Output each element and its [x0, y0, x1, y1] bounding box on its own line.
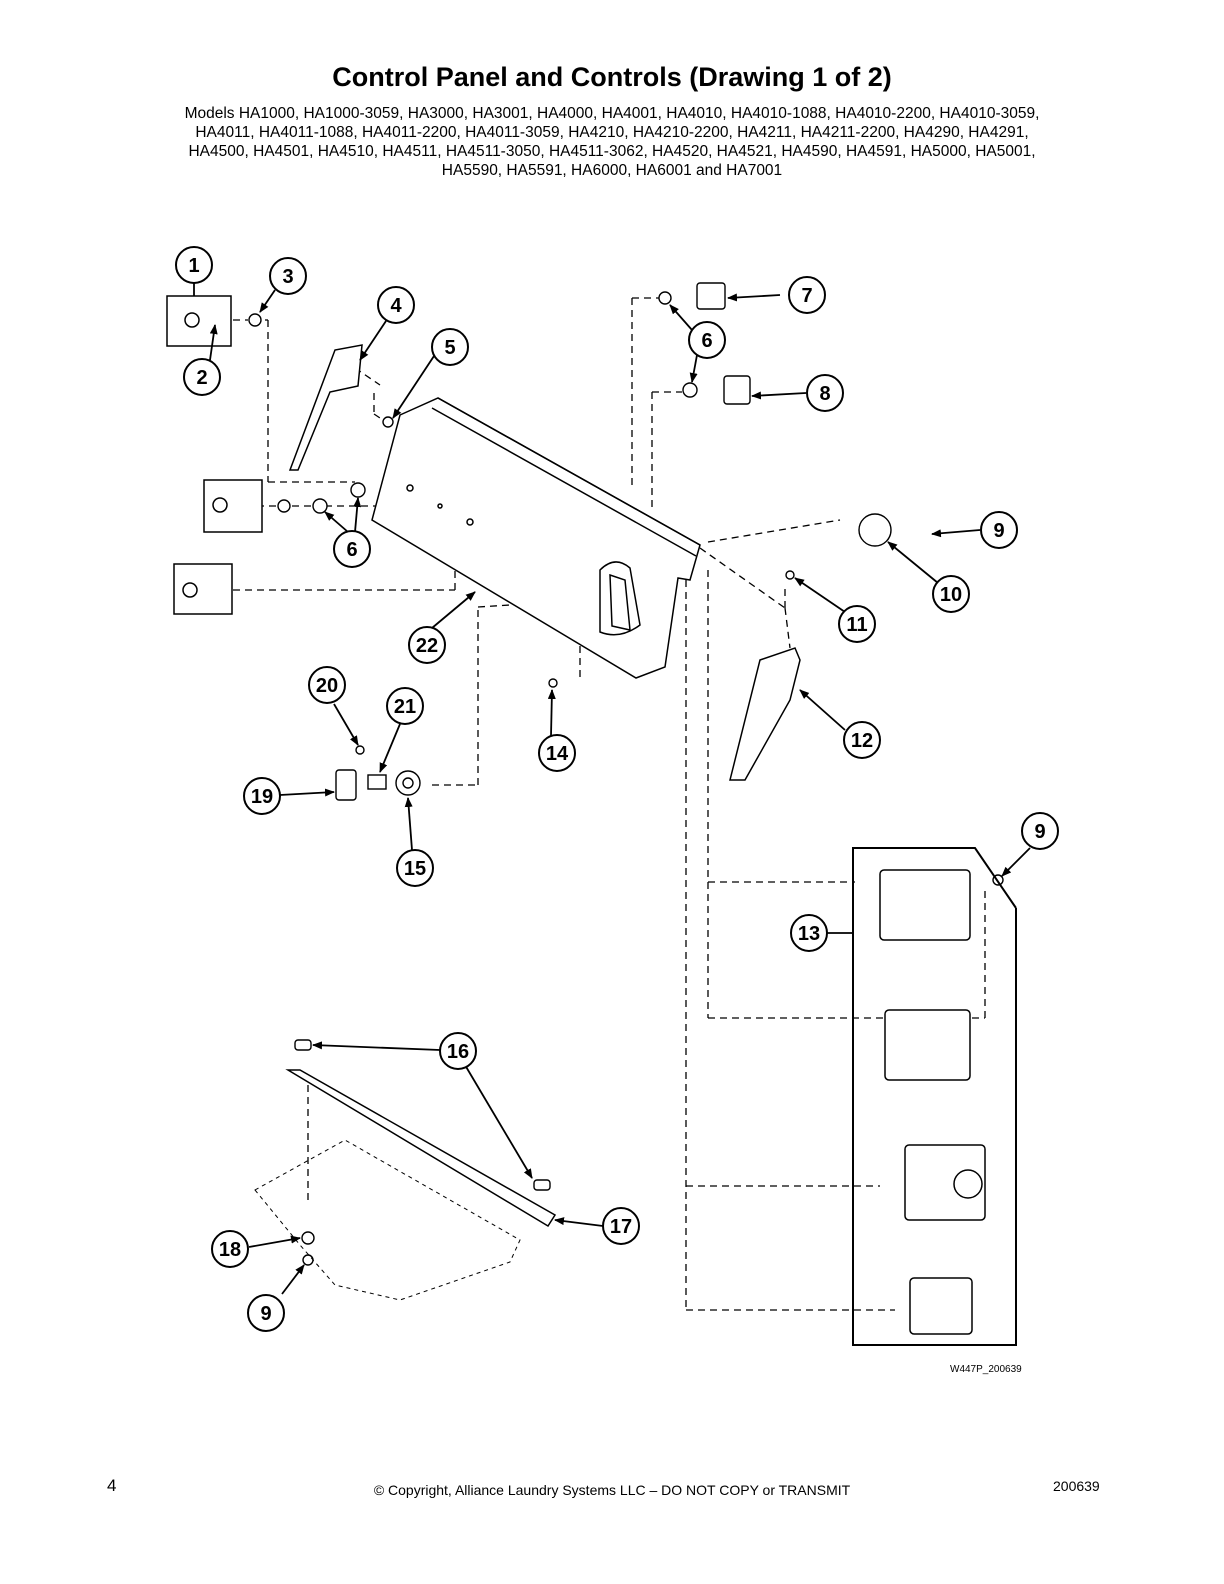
dashed-guide-lines — [233, 297, 986, 1311]
callout-22-label: 22 — [416, 635, 438, 657]
callout-21: 21 — [386, 687, 424, 725]
document-number: 200639 — [1053, 1478, 1100, 1494]
callout-18: 18 — [211, 1230, 249, 1268]
bottom-bracket-art — [285, 1069, 557, 1228]
timer-group-bracket — [852, 847, 1017, 1346]
panel-endcap-right-art — [729, 647, 801, 781]
callout-5: 5 — [431, 328, 469, 366]
callout-11-label: 11 — [846, 614, 867, 636]
callout-20: 20 — [308, 666, 346, 704]
callout-8-label: 8 — [819, 383, 830, 405]
callout-9: 9 — [1021, 812, 1059, 850]
callout-2: 2 — [183, 358, 221, 396]
callout-9: 9 — [980, 511, 1018, 549]
callout-13: 13 — [790, 914, 828, 952]
callout-22: 22 — [408, 626, 446, 664]
callout-12-label: 12 — [851, 730, 873, 752]
callout-10-label: 10 — [940, 584, 962, 606]
callout-3-label: 3 — [282, 266, 293, 288]
callout-9-label: 9 — [260, 1303, 271, 1325]
callout-16-label: 16 — [447, 1041, 469, 1063]
model-list-line: Models HA1000, HA1000-3059, HA3000, HA30… — [184, 105, 1040, 122]
callout-1: 1 — [175, 246, 213, 284]
callout-11: 11 — [838, 605, 876, 643]
leader-lines — [193, 283, 1031, 1295]
callout-14: 14 — [538, 734, 576, 772]
callout-9-label: 9 — [993, 520, 1004, 542]
callout-7-label: 7 — [801, 285, 812, 307]
callout-6-label: 6 — [701, 330, 712, 352]
callout-4: 4 — [377, 286, 415, 324]
small-parts-art — [248, 282, 1004, 1266]
model-list-line: HA4011, HA4011-1088, HA4011-2200, HA4011… — [195, 124, 1029, 141]
callout-15-label: 15 — [404, 858, 426, 880]
callout-9: 9 — [247, 1294, 285, 1332]
callout-8: 8 — [806, 374, 844, 412]
callout-12: 12 — [843, 721, 881, 759]
callout-14-label: 14 — [546, 743, 569, 765]
page-title: Control Panel and Controls (Drawing 1 of… — [332, 62, 892, 92]
callout-3: 3 — [269, 257, 307, 295]
callout-13-label: 13 — [798, 923, 820, 945]
callout-6: 6 — [688, 321, 726, 359]
callout-18-label: 18 — [219, 1239, 241, 1261]
callout-15: 15 — [396, 849, 434, 887]
callout-9-label: 9 — [1034, 821, 1045, 843]
callout-20-label: 20 — [316, 675, 338, 697]
callout-19-label: 19 — [251, 786, 273, 808]
callout-10: 10 — [932, 575, 970, 613]
panel-endcap-left-art — [288, 344, 363, 471]
model-list: Models HA1000, HA1000-3059, HA3000, HA30… — [100, 104, 1124, 180]
callout-5-label: 5 — [444, 337, 455, 359]
switch-plate-art — [166, 295, 263, 615]
drawing-code: W447P_200639 — [950, 1364, 1022, 1375]
model-list-line: HA5590, HA5591, HA6000, HA6001 and HA700… — [441, 162, 783, 179]
callout-17-label: 17 — [610, 1216, 632, 1238]
copyright-notice: © Copyright, Alliance Laundry Systems LL… — [373, 1482, 851, 1498]
callout-1-label: 1 — [188, 255, 199, 277]
callout-16: 16 — [439, 1032, 477, 1070]
callouts: 1 2 3 4 5 6 7 6 8 9 10 11 22 12 20 21 14… — [175, 246, 1059, 1332]
base-outline-art — [254, 1139, 521, 1301]
model-list-line: HA4500, HA4501, HA4510, HA4511, HA4511-3… — [188, 143, 1036, 160]
callout-4-label: 4 — [390, 295, 402, 317]
callout-2-label: 2 — [196, 367, 207, 389]
timer-switch-art — [879, 869, 986, 1335]
callout-17: 17 — [602, 1207, 640, 1245]
callout-7: 7 — [788, 276, 826, 314]
callout-19: 19 — [243, 777, 281, 815]
control-panel-art — [371, 397, 701, 679]
callout-21-label: 21 — [394, 696, 416, 718]
callout-6: 6 — [333, 530, 371, 568]
callout-6-label: 6 — [346, 539, 357, 561]
page-number: 4 — [107, 1476, 117, 1495]
